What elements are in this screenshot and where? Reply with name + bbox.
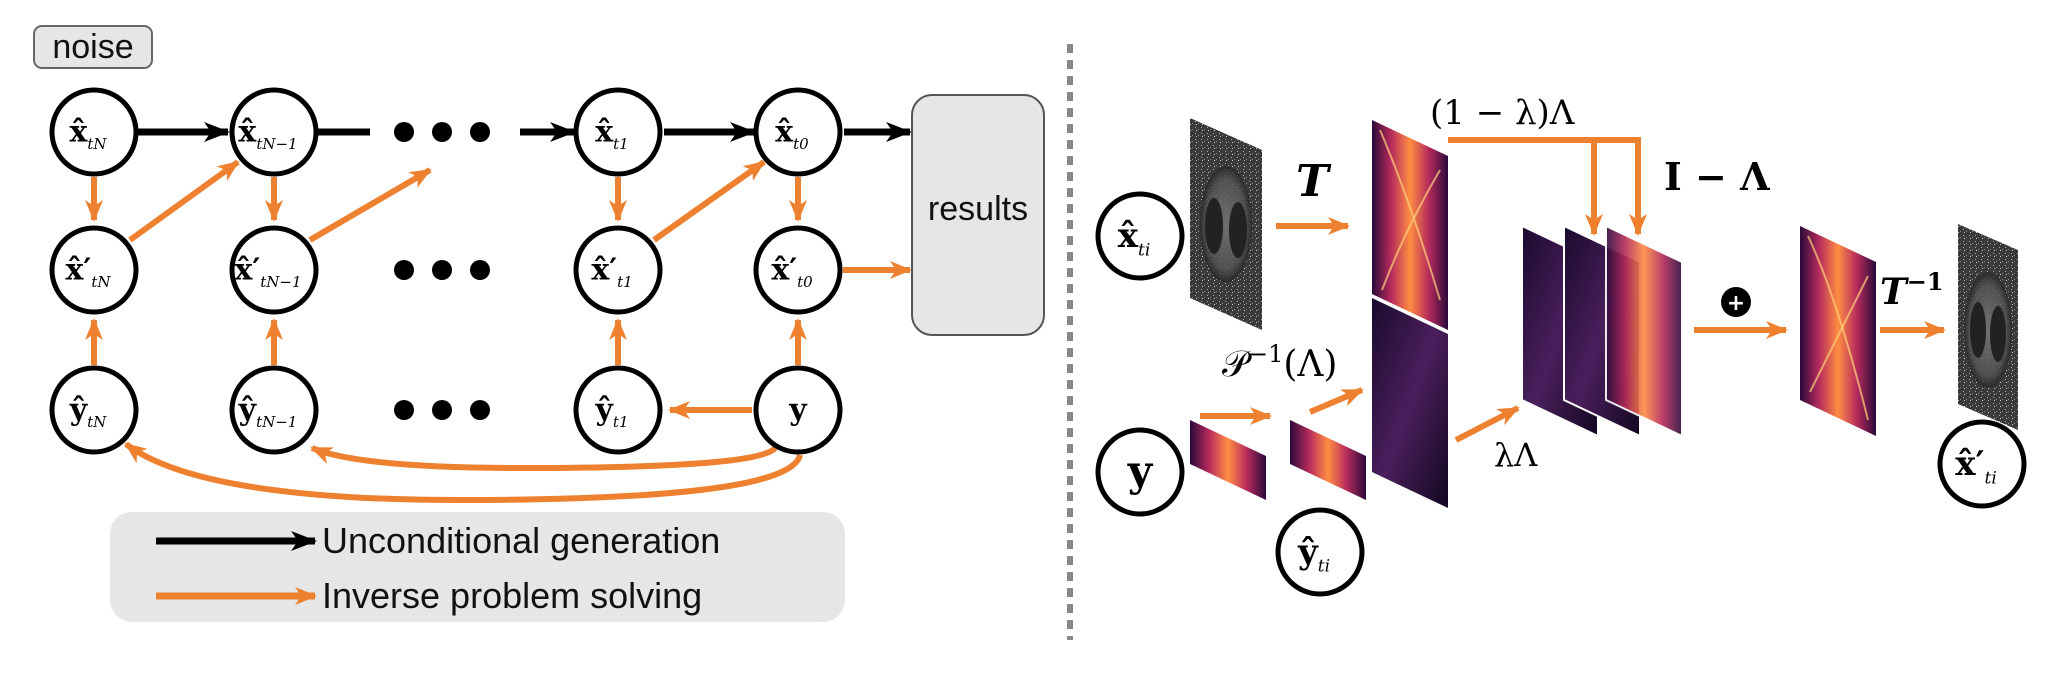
ct-image-input bbox=[1190, 118, 1262, 330]
node-y-row-2: ŷt1 bbox=[573, 365, 663, 455]
node-x-out: x̂′ti bbox=[1937, 419, 2027, 509]
noise-label: noise bbox=[52, 28, 133, 66]
results-box: results bbox=[911, 94, 1045, 336]
node-x-row-0-label: x̂tN bbox=[69, 115, 107, 154]
node-y-in-label: y bbox=[1127, 446, 1154, 495]
sinogram-projected bbox=[1372, 298, 1448, 508]
one-minus-lambda-label: (1 − λ)Λ bbox=[1430, 93, 1575, 133]
node-x-row-0: x̂tN bbox=[49, 87, 139, 177]
node-yhat: ŷti bbox=[1275, 507, 1365, 597]
sinogram-stack bbox=[1521, 224, 1683, 438]
P-inverse-label: 𝒫−1(Λ) bbox=[1222, 340, 1337, 385]
right-labels: T (1 − λ)Λ I − Λ 𝒫−1(Λ) λΛ T−1 bbox=[1222, 93, 1944, 474]
node-x-row-1-label: x̂tN−1 bbox=[238, 115, 297, 154]
node-xp-row-1: x̂′tN−1 bbox=[229, 225, 319, 315]
results-label: results bbox=[928, 190, 1028, 228]
node-xp-row-2-label: x̂′t1 bbox=[591, 253, 632, 292]
node-xp-row-2: x̂′t1 bbox=[573, 225, 663, 315]
node-x-in: x̂ti bbox=[1095, 191, 1185, 281]
node-x-row-3-label: x̂t0 bbox=[775, 115, 809, 154]
node-y-row-2-label: ŷt1 bbox=[594, 393, 628, 432]
noise-label-box: noise bbox=[33, 25, 153, 69]
node-y-row-1-label: ŷtN−1 bbox=[238, 393, 298, 432]
plus-symbol: + bbox=[1727, 291, 1745, 316]
node-xp-row-1-label: x̂′tN−1 bbox=[234, 253, 301, 292]
sum-symbol: + bbox=[1721, 287, 1751, 317]
node-x-row-1: x̂tN−1 bbox=[229, 87, 319, 177]
node-y-row-0: ŷtN bbox=[49, 365, 139, 455]
right-nodes: x̂ti y ŷti x̂′ti bbox=[1095, 191, 2027, 597]
sinogram-output bbox=[1800, 226, 1876, 436]
node-x-out-label: x̂′ti bbox=[1955, 444, 1997, 489]
I-minus-lambda-label: I − Λ bbox=[1664, 154, 1770, 199]
node-y-row-0-label: ŷtN bbox=[69, 393, 107, 432]
legend-unconditional: Unconditional generation bbox=[322, 520, 720, 561]
node-y-row-3-label: y bbox=[788, 393, 808, 428]
right-arrows bbox=[1200, 137, 1946, 443]
T-label: T bbox=[1296, 156, 1332, 207]
node-xp-row-3-label: x̂′t0 bbox=[771, 253, 813, 292]
ellipsis-dots bbox=[394, 122, 490, 420]
node-x-in-label: x̂ti bbox=[1118, 216, 1151, 261]
node-x-row-2-label: x̂t1 bbox=[595, 115, 628, 154]
node-xp-row-0-label: x̂′tN bbox=[66, 253, 112, 292]
node-x-row-3: x̂t0 bbox=[753, 87, 843, 177]
sinogram-transformed bbox=[1372, 120, 1448, 330]
lambda-label: λΛ bbox=[1494, 436, 1538, 474]
T-inverse-label: T−1 bbox=[1880, 267, 1944, 313]
node-xp-row-3: x̂′t0 bbox=[753, 225, 843, 315]
node-y-in: y bbox=[1095, 427, 1185, 517]
legend-inverse: Inverse problem solving bbox=[322, 575, 702, 616]
node-y-row-1: ŷtN−1 bbox=[229, 365, 319, 455]
node-x-row-2: x̂t1 bbox=[573, 87, 663, 177]
legend: Unconditional generation Inverse problem… bbox=[110, 512, 845, 622]
node-xp-row-0: x̂′tN bbox=[49, 225, 139, 315]
ct-image-output bbox=[1958, 224, 2018, 430]
node-y-row-3: y bbox=[753, 365, 843, 455]
measurement-yhat-image bbox=[1290, 420, 1366, 500]
inverse-arrows bbox=[85, 159, 912, 504]
node-yhat-label: ŷti bbox=[1297, 532, 1330, 577]
graph-nodes: x̂tN x̂tN−1 x̂t1 x̂t0 x̂′tN x̂′tN−1 x̂′t1 x̂′t0… bbox=[49, 87, 843, 455]
measurement-y-image bbox=[1190, 420, 1266, 500]
